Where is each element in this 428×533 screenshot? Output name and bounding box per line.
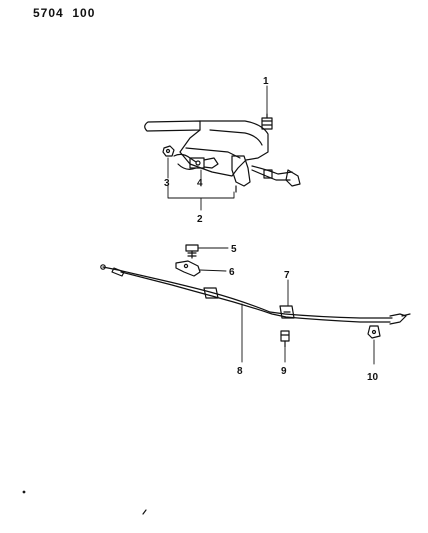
clamp-part-7	[279, 305, 295, 319]
callout-2: 2	[197, 214, 203, 225]
bolt-part-5	[185, 244, 199, 259]
callout-1: 1	[263, 76, 269, 87]
callout-8: 8	[237, 366, 243, 377]
callout-4: 4	[197, 178, 203, 189]
stray-mark	[142, 509, 147, 515]
callout-3: 3	[164, 178, 170, 189]
switch-part-4	[173, 153, 219, 170]
bolt-part-1	[261, 113, 273, 130]
grommet-part-10	[367, 325, 381, 339]
callout-9: 9	[281, 366, 287, 377]
callout-6: 6	[229, 267, 235, 278]
callout-labels: 1 2 3 4 5 6 7 8 9 10	[164, 76, 379, 383]
parking-brake-cable-part-8	[100, 264, 411, 325]
callout-5: 5	[231, 244, 237, 255]
diagram-page-code: 5704 100	[33, 6, 96, 20]
nut-part-3	[162, 145, 175, 157]
callout-7: 7	[284, 270, 290, 281]
bracket-part-6	[175, 260, 201, 277]
callout-10: 10	[367, 372, 379, 383]
bolt-part-9	[280, 330, 290, 348]
stray-dot	[22, 490, 26, 494]
leader-lines	[167, 85, 375, 365]
